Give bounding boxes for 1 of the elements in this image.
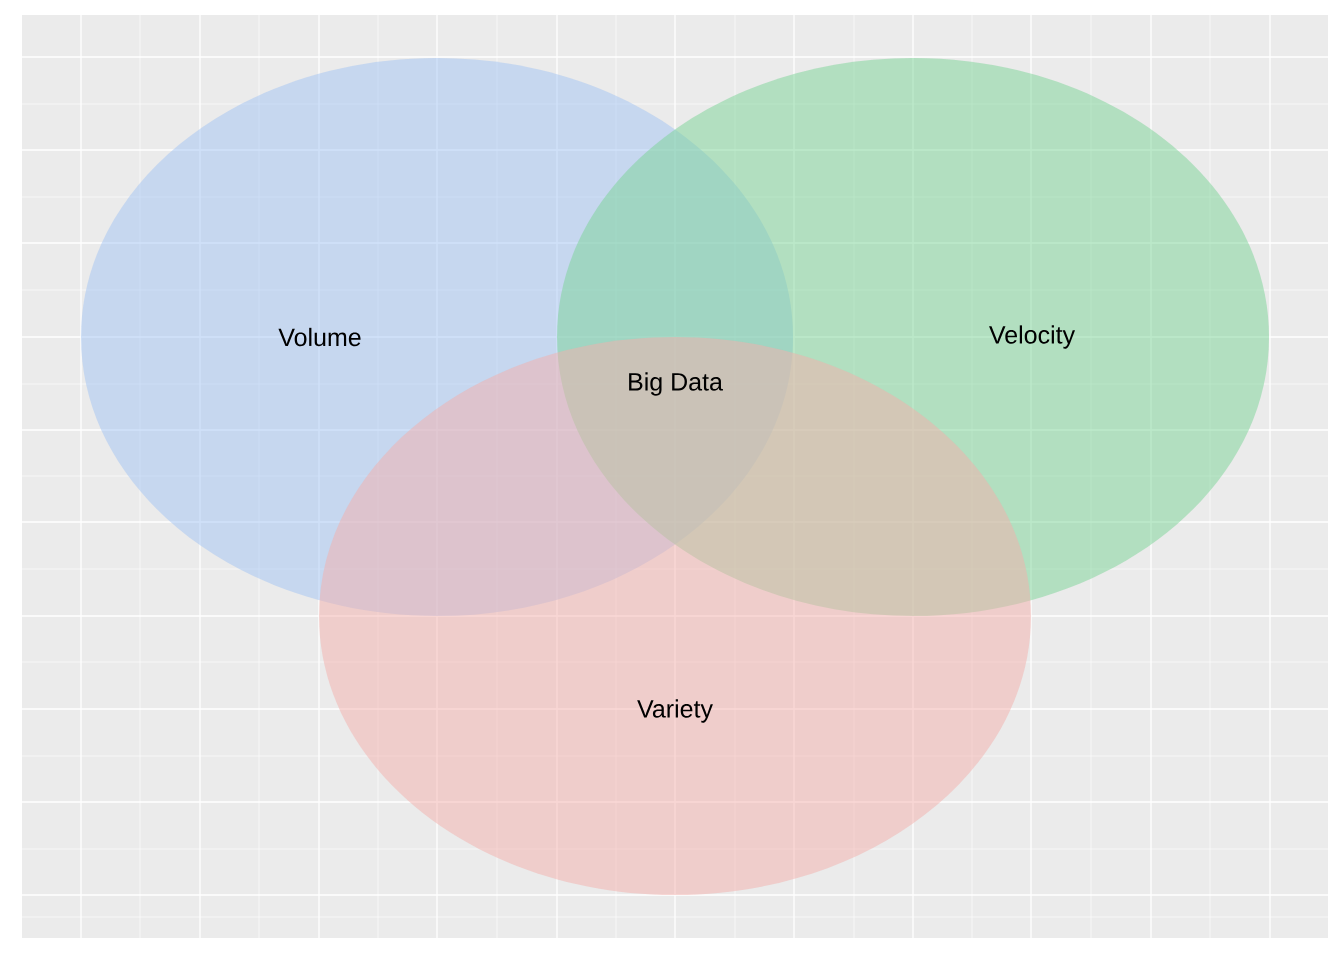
center-label: Big Data	[629, 372, 723, 396]
